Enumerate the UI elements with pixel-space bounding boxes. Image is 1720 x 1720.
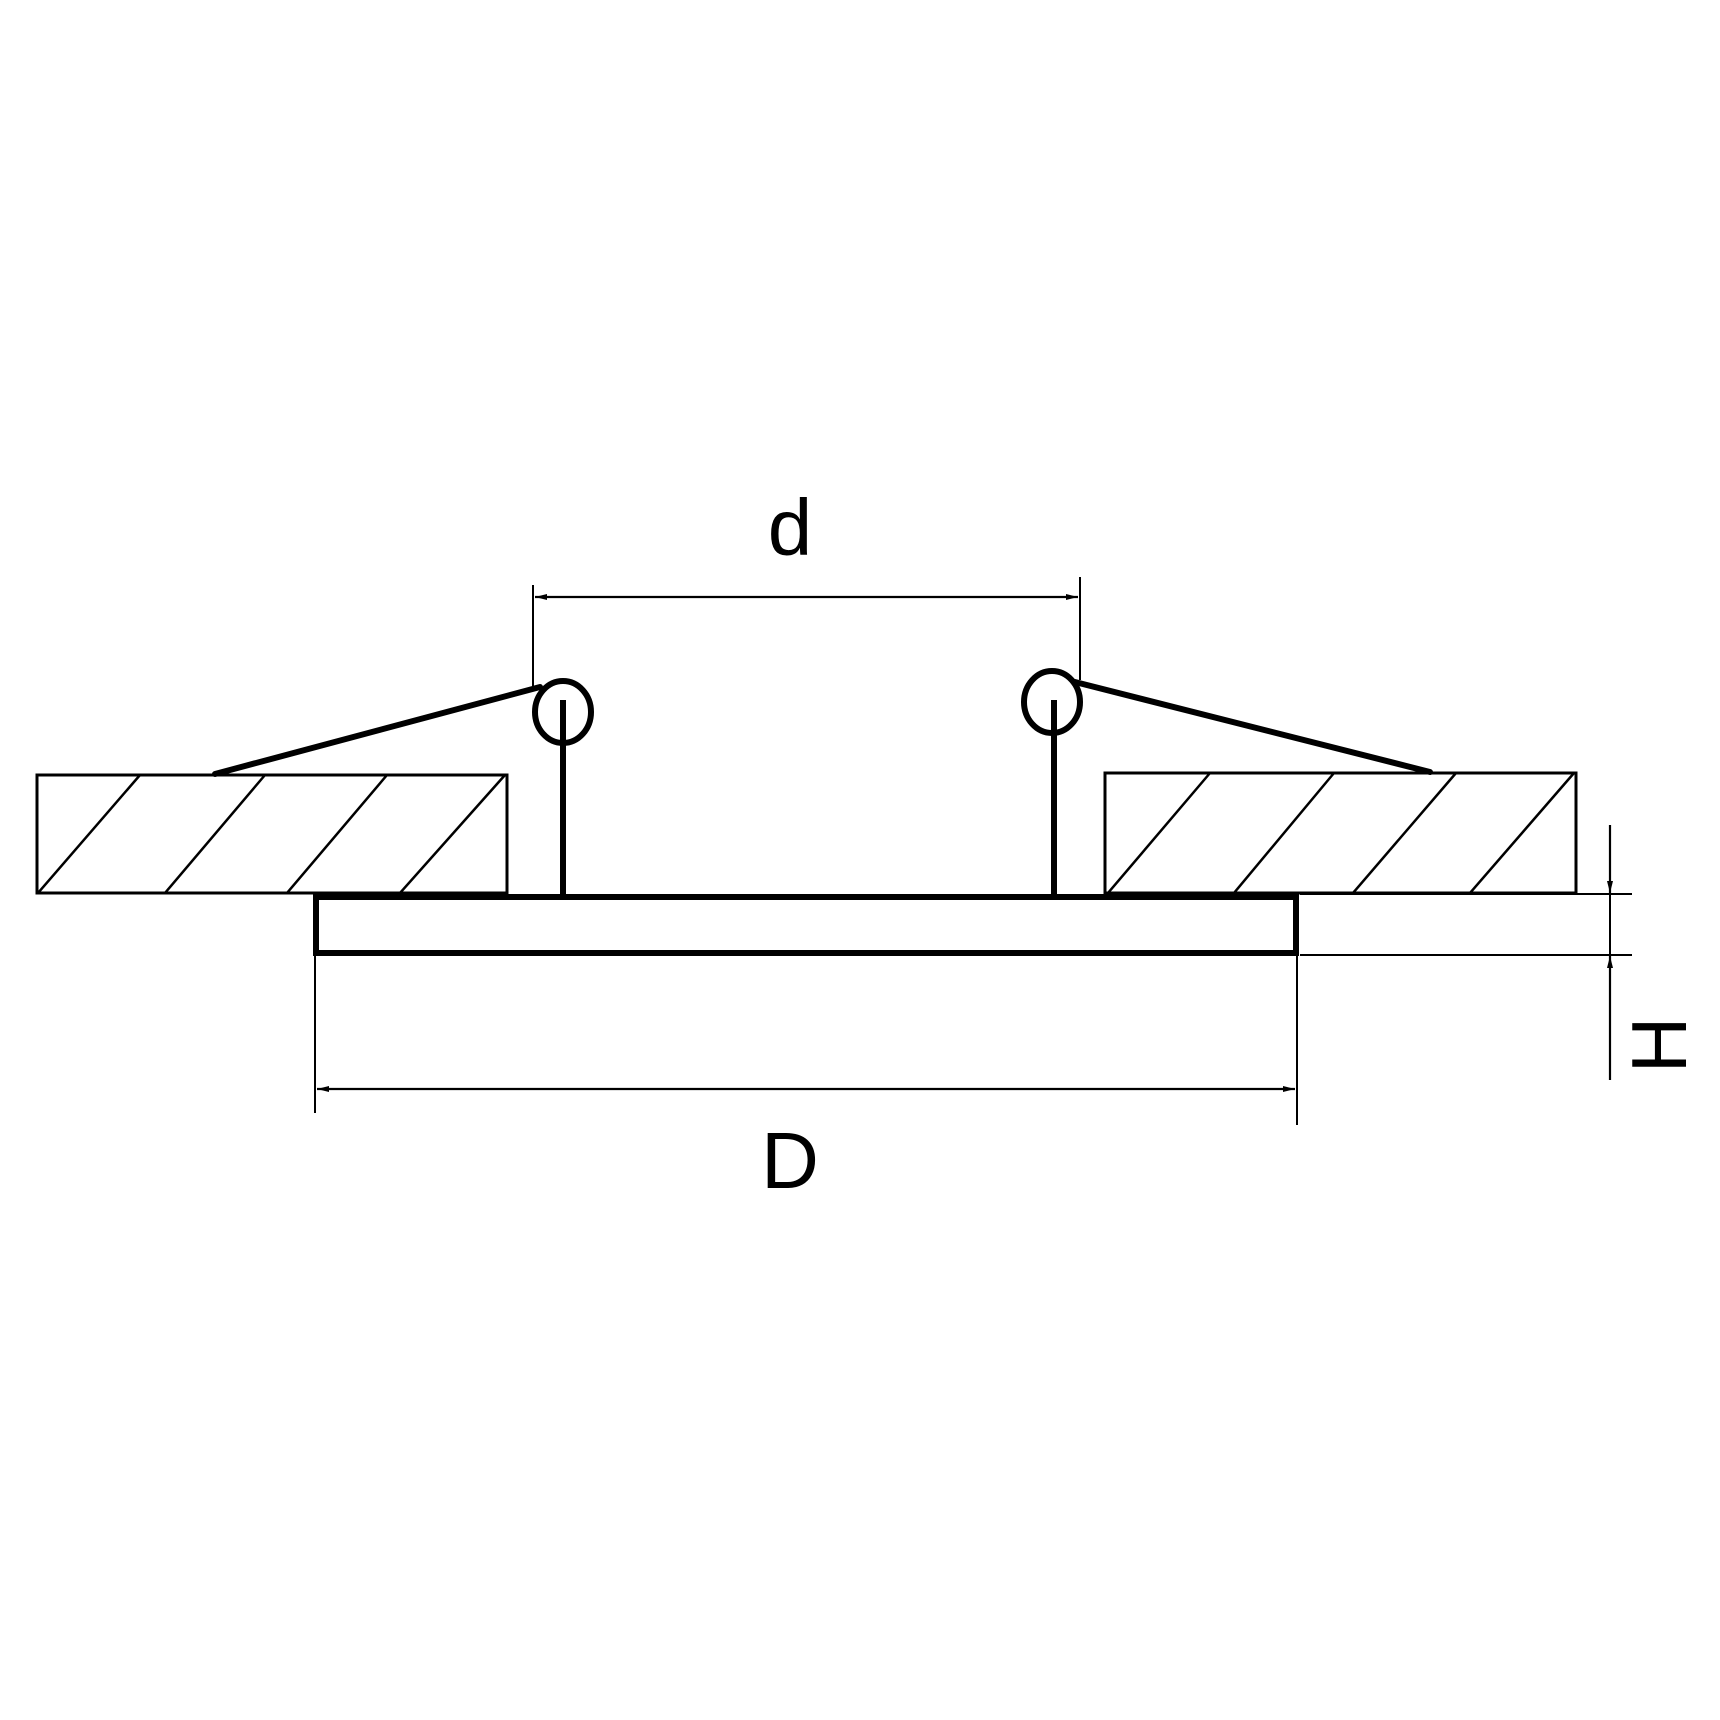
dimension-H: H	[1300, 825, 1703, 1080]
ceiling-panel-right	[1103, 771, 1578, 895]
spring-clip-right	[1021, 668, 1433, 897]
dimension-d: d	[532, 483, 1081, 690]
spring-clip-left	[212, 678, 594, 897]
H-label: H	[1615, 1017, 1703, 1073]
ceiling-panel-left	[35, 773, 509, 895]
dimension-D: D	[314, 955, 1298, 1205]
trim-plate	[313, 894, 1299, 956]
D-label: D	[761, 1116, 819, 1205]
d-label: d	[768, 483, 813, 572]
